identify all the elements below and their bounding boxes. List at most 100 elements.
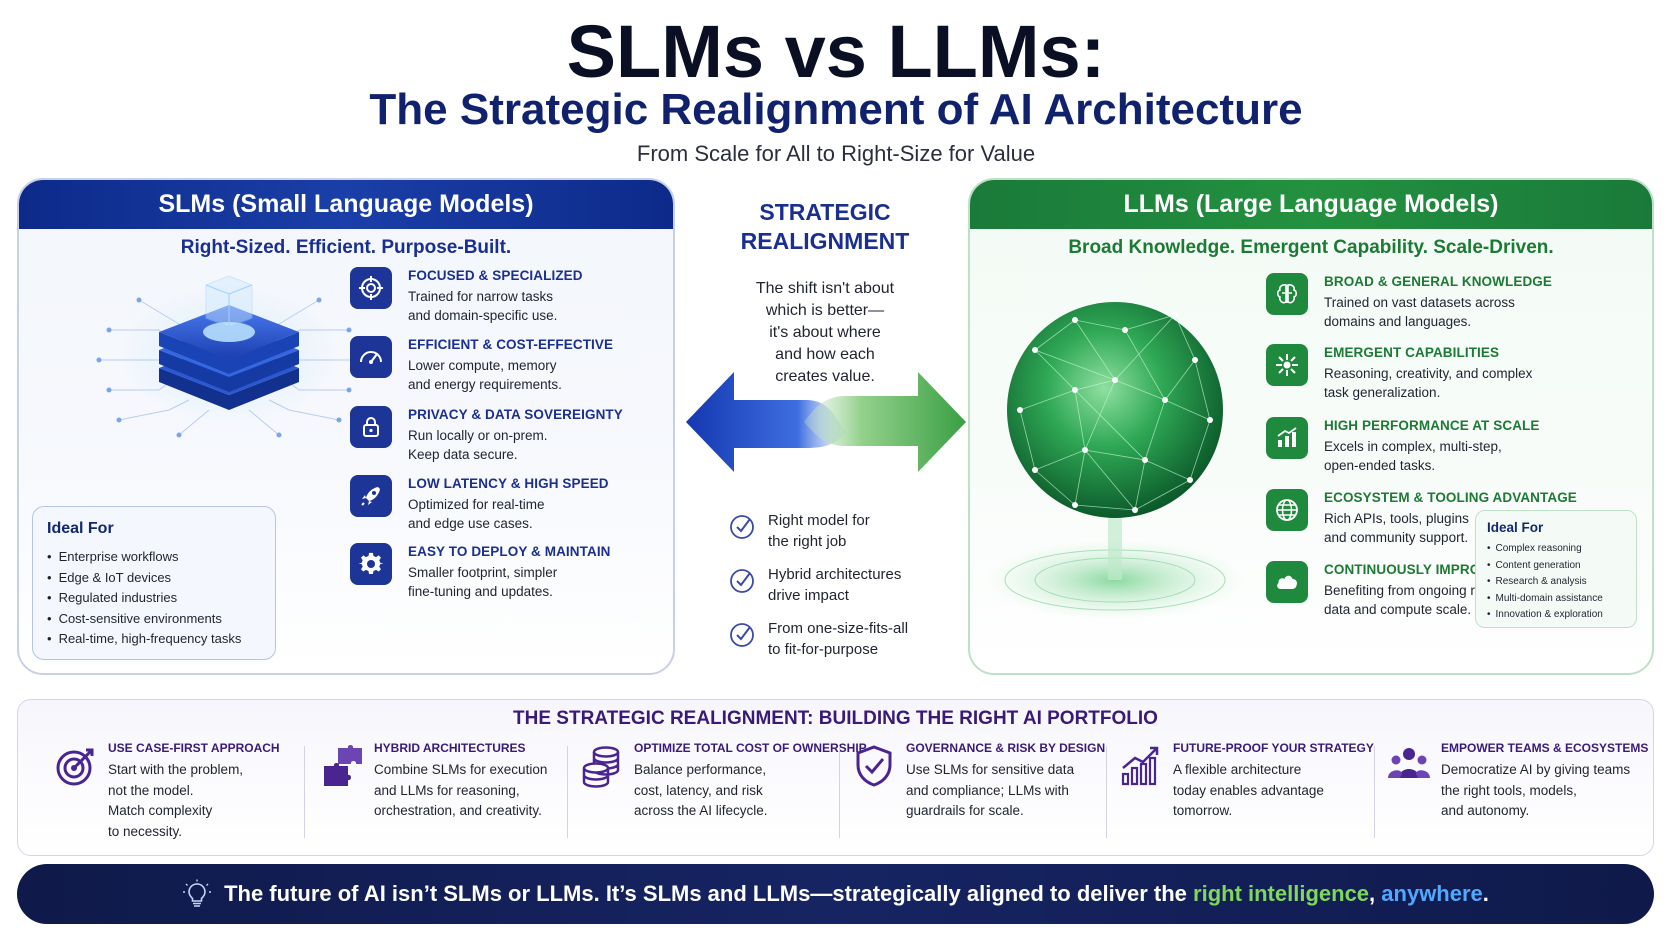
- footer-text-highlight-blue: anywhere: [1381, 881, 1483, 906]
- feature-title: EMERGENT CAPABILITIES: [1324, 345, 1500, 360]
- portfolio-title: THE STRATEGIC REALIGNMENT: BUILDING THE …: [513, 708, 1158, 729]
- portfolio-item-tco: OPTIMIZE TOTAL COST OF OWNERSHIP Balance…: [578, 740, 867, 848]
- feature-title: LOW LATENCY & HIGH SPEED: [408, 476, 609, 491]
- portfolio-divider: [567, 746, 568, 838]
- center-title-line2: REALIGNMENT: [740, 228, 910, 254]
- llm-ideal-for-box: Ideal For Complex reasoning Content gene…: [1475, 510, 1637, 628]
- portfolio-item-empower: EMPOWER TEAMS & ECOSYSTEMS Democratize A…: [1385, 740, 1648, 848]
- feature-desc-line1: Trained for narrow tasks: [408, 289, 554, 304]
- feature-desc-line2: and energy requirements.: [408, 377, 562, 392]
- ideal-for-item: Innovation & exploration: [1487, 607, 1636, 624]
- target-icon: [350, 267, 392, 309]
- ideal-for-item: Real-time, high-frequency tasks: [47, 629, 275, 650]
- realignment-arrows-icon: [686, 372, 966, 472]
- feature-title: ECOSYSTEM & TOOLING ADVANTAGE: [1324, 490, 1577, 505]
- slm-feature-latency: LOW LATENCY & HIGH SPEED Optimized for r…: [350, 475, 609, 533]
- slm-feature-efficient: EFFICIENT & COST-EFFECTIVE Lower compute…: [350, 336, 613, 394]
- llm-panel-tagline: Broad Knowledge. Emergent Capability. Sc…: [1068, 237, 1554, 258]
- ideal-for-item: Regulated industries: [47, 588, 275, 609]
- lightbulb-icon: [183, 879, 212, 907]
- center-body-line: it's about where: [769, 324, 881, 341]
- portfolio-item-title: OPTIMIZE TOTAL COST OF OWNERSHIP: [634, 741, 867, 755]
- coins-icon: [578, 742, 626, 790]
- portfolio-desc-line: the right tools, models,: [1441, 782, 1577, 798]
- feature-desc-line1: Run locally or on-prem.: [408, 428, 548, 443]
- center-body-line: The shift isn't about: [755, 280, 895, 297]
- feature-title: BROAD & GENERAL KNOWLEDGE: [1324, 274, 1553, 289]
- check-item-line1: From one-size-fits-all: [768, 620, 909, 637]
- check-item: Right model for the right job: [728, 510, 870, 552]
- center-body-line: and how each: [775, 346, 875, 363]
- ideal-for-item: Research & analysis: [1487, 574, 1636, 591]
- portfolio-desc-line: and autonomy.: [1441, 803, 1530, 818]
- portfolio-desc-line: A flexible architecture: [1173, 762, 1302, 777]
- portfolio-divider: [304, 746, 305, 838]
- feature-desc-line2: and edge use cases.: [408, 516, 533, 531]
- network-globe-illustration: [985, 302, 1245, 620]
- feature-desc-line1: Optimized for real-time: [408, 497, 545, 512]
- feature-desc-line1: Trained on vast datasets across: [1324, 295, 1515, 310]
- footer-text-end: .: [1482, 881, 1489, 906]
- portfolio-desc-line: Use SLMs for sensitive data: [906, 762, 1075, 777]
- ideal-for-item: Complex reasoning: [1487, 541, 1636, 558]
- portfolio-desc-line: Combine SLMs for execution: [374, 762, 548, 777]
- shield-check-icon: [850, 742, 898, 790]
- brain-icon: [1266, 273, 1308, 315]
- llm-feature-performance: HIGH PERFORMANCE AT SCALE Excels in comp…: [1266, 417, 1540, 475]
- check-item-line1: Hybrid architectures: [768, 566, 902, 583]
- ideal-for-item: Content generation: [1487, 558, 1636, 575]
- cloud-icon: [1266, 561, 1308, 603]
- center-body-line: creates value.: [775, 368, 875, 385]
- portfolio-desc-line: and compliance; LLMs with: [906, 782, 1069, 798]
- slm-feature-deploy: EASY TO DEPLOY & MAINTAIN Smaller footpr…: [350, 543, 611, 601]
- rocket-icon: [350, 475, 392, 517]
- center-title: STRATEGIC REALIGNMENT: [700, 198, 950, 256]
- portfolio-item-title: HYBRID ARCHITECTURES: [374, 741, 526, 755]
- portfolio-divider: [839, 746, 840, 838]
- chart-up-icon: [1266, 417, 1308, 459]
- portfolio-item-desc: Start with the problem, not the model. M…: [108, 760, 280, 842]
- feature-desc-line1: Lower compute, memory: [408, 358, 557, 373]
- footer-text-highlight-green: right intelligence: [1193, 881, 1370, 906]
- feature-desc-line2: fine-tuning and updates.: [408, 584, 553, 599]
- chip-stack-illustration: [96, 275, 362, 438]
- portfolio-desc-line: cost, latency, and risk: [634, 782, 763, 798]
- check-circle-icon: [730, 515, 754, 539]
- feature-desc-line2: domains and languages.: [1324, 314, 1472, 329]
- center-body-line: which is better—: [765, 302, 885, 319]
- portfolio-desc-line: today enables advantage: [1173, 782, 1324, 798]
- portfolio-divider: [1106, 746, 1107, 838]
- feature-desc-line2: data and compute scale.: [1324, 602, 1472, 617]
- lock-icon: [350, 406, 392, 448]
- gauge-icon: [350, 336, 392, 378]
- portfolio-item-title: GOVERNANCE & RISK BY DESIGN: [906, 741, 1106, 755]
- ideal-for-item: Multi-domain assistance: [1487, 591, 1636, 608]
- slm-feature-privacy: PRIVACY & DATA SOVEREIGNTY Run locally o…: [350, 406, 623, 464]
- gear-icon: [350, 543, 392, 585]
- llm-panel: LLMs (Large Language Models) Broad Knowl…: [968, 178, 1654, 675]
- portfolio-desc-line: Match complexity: [108, 803, 213, 818]
- feature-title: FOCUSED & SPECIALIZED: [408, 268, 583, 283]
- ideal-for-item: Enterprise workflows: [47, 547, 275, 568]
- feature-title: PRIVACY & DATA SOVEREIGNTY: [408, 407, 623, 422]
- check-item-line1: Right model for: [768, 512, 870, 529]
- portfolio-section: THE STRATEGIC REALIGNMENT: BUILDING THE …: [17, 699, 1654, 856]
- main-title: SLMs vs LLMs:: [566, 10, 1106, 93]
- portfolio-desc-line: guardrails for scale.: [906, 803, 1024, 818]
- footer-statement: The future of AI isn’t SLMs or LLMs. It’…: [224, 881, 1489, 907]
- footer-text-main: The future of AI isn’t SLMs or LLMs. It’…: [224, 881, 1194, 906]
- feature-desc-line1: Smaller footprint, simpler: [408, 565, 558, 580]
- llm-feature-emergent: EMERGENT CAPABILITIES Reasoning, creativ…: [1266, 344, 1532, 402]
- check-item: From one-size-fits-all to fit-for-purpos…: [728, 618, 908, 660]
- slm-panel-tagline: Right-Sized. Efficient. Purpose-Built.: [180, 237, 512, 258]
- feature-desc-line2: Keep data secure.: [408, 447, 518, 462]
- portfolio-divider: [1374, 746, 1375, 838]
- puzzle-icon: [318, 742, 366, 790]
- portfolio-item-title: USE CASE-FIRST APPROACH: [108, 741, 280, 755]
- feature-desc-line1: Reasoning, creativity, and complex: [1324, 366, 1533, 381]
- ideal-for-item: Cost-sensitive environments: [47, 609, 275, 630]
- portfolio-item-title: EMPOWER TEAMS & ECOSYSTEMS: [1441, 741, 1649, 755]
- portfolio-item-desc: Democratize AI by giving teams the right…: [1441, 760, 1648, 822]
- portfolio-item-desc: Use SLMs for sensitive data and complian…: [906, 760, 1105, 822]
- footer-text-comma: ,: [1369, 881, 1382, 906]
